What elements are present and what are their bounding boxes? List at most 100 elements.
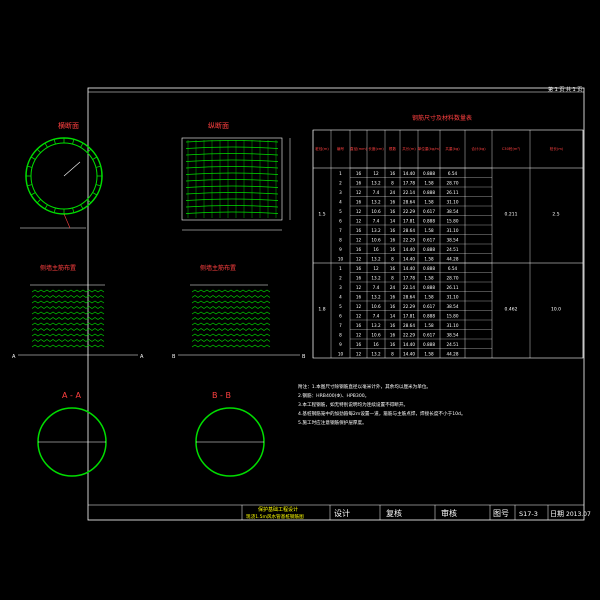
table-cell: 1.58 bbox=[424, 181, 434, 186]
table-cell: 16 bbox=[356, 323, 362, 328]
table-cell: 5 bbox=[339, 209, 342, 214]
table-header-cell: 长度(cm) bbox=[368, 146, 384, 151]
table-title: 钢筋尺寸及材料数量表 bbox=[412, 114, 472, 122]
table-cell: 9 bbox=[339, 342, 342, 347]
table-cell: 3 bbox=[339, 285, 342, 290]
table-cell: 14 bbox=[390, 314, 396, 319]
table-cell: 38.54 bbox=[447, 238, 459, 243]
date-label: 日期 bbox=[550, 510, 564, 518]
table-cell: 22.29 bbox=[403, 209, 415, 214]
table-cell: 22.14 bbox=[403, 190, 415, 195]
table-cell: 0.888 bbox=[423, 219, 435, 224]
table-cell: 8 bbox=[339, 238, 342, 243]
table-cell: 6 bbox=[339, 314, 342, 319]
table-cell: 16 bbox=[390, 209, 396, 214]
table-cell: 12 bbox=[356, 190, 362, 195]
table-cell: 7.4 bbox=[373, 219, 380, 224]
view-title-upper-layout: 侧墙主筋布置 bbox=[40, 264, 76, 272]
table-cell: 16 bbox=[390, 323, 396, 328]
table-cell: 7.4 bbox=[373, 314, 380, 319]
review-label: 复核 bbox=[386, 508, 402, 518]
table-cell: 22.29 bbox=[403, 304, 415, 309]
table-group-cell: 0.462 bbox=[505, 307, 518, 313]
table-cell: 28.70 bbox=[447, 181, 459, 186]
table-cell: 7.4 bbox=[373, 285, 380, 290]
table-cell: 6 bbox=[339, 219, 342, 224]
page-label: 第 1 页 共 1 页 bbox=[548, 86, 582, 93]
view-title-side-section: 纵断面 bbox=[208, 121, 229, 130]
table-cell: 2 bbox=[339, 181, 342, 186]
table-cell: 7 bbox=[339, 323, 342, 328]
table-cell: 8 bbox=[391, 276, 394, 281]
table-group-cell: 2.5 bbox=[552, 212, 559, 218]
table-header-cell: 共长(m) bbox=[402, 146, 416, 151]
table-cell: 22.14 bbox=[403, 285, 415, 290]
table-cell: 28.64 bbox=[403, 200, 415, 205]
table-cell: 44.28 bbox=[447, 352, 459, 357]
table-cell: 0.617 bbox=[423, 333, 435, 338]
table-header-cell: 桩长(m) bbox=[550, 146, 564, 151]
table-cell: 16 bbox=[390, 304, 396, 309]
table-header-cell: C30砼(m³) bbox=[502, 146, 521, 151]
table-cell: 10.6 bbox=[371, 238, 381, 243]
table-cell: 16 bbox=[390, 247, 396, 252]
svg-text:A: A bbox=[140, 354, 144, 360]
table-cell: 12 bbox=[356, 257, 362, 262]
table-cell: 8 bbox=[391, 352, 394, 357]
table-cell: 31.10 bbox=[447, 228, 459, 233]
table-cell: 12 bbox=[373, 171, 379, 176]
table-cell: 31.10 bbox=[447, 295, 459, 300]
table-cell: 0.888 bbox=[423, 285, 435, 290]
table-cell: 16 bbox=[390, 171, 396, 176]
table-cell: 4 bbox=[339, 295, 342, 300]
title-block: 保护基础工程设计 现浇1.5m风水管基桩钢筋图 设计 复核 审核 图号 S17-… bbox=[88, 504, 591, 520]
table-cell: 12 bbox=[356, 209, 362, 214]
table-cell: 10.6 bbox=[371, 333, 381, 338]
table-header-cell: 合计(kg) bbox=[471, 146, 486, 151]
table-cell: 24.51 bbox=[447, 247, 459, 252]
table-header-cell: 共重(kg) bbox=[445, 146, 460, 151]
table-cell: 0.888 bbox=[423, 171, 435, 176]
table-cell: 1.58 bbox=[424, 295, 434, 300]
table-cell: 16 bbox=[356, 276, 362, 281]
section-b-title: B - B bbox=[212, 391, 231, 400]
table-cell: 17.78 bbox=[403, 181, 415, 186]
table-cell: 16 bbox=[356, 266, 362, 271]
table-cell: 8 bbox=[391, 181, 394, 186]
approve-label: 审核 bbox=[441, 508, 457, 518]
table-cell: 28.70 bbox=[447, 276, 459, 281]
table-cell: 16 bbox=[356, 295, 362, 300]
section-a-title: A - A bbox=[62, 391, 81, 400]
table-cell: 16 bbox=[390, 200, 396, 205]
project-line-1: 保护基础工程设计 bbox=[258, 506, 298, 513]
table-cell: 14.40 bbox=[403, 257, 415, 262]
table-cell: 26.11 bbox=[447, 190, 459, 195]
table-cell: 10 bbox=[338, 352, 344, 357]
table-cell: 1.58 bbox=[424, 257, 434, 262]
table-cell: 0.888 bbox=[423, 266, 435, 271]
table-cell: 16 bbox=[356, 200, 362, 205]
table-cell: 16 bbox=[356, 171, 362, 176]
table-cell: 10 bbox=[338, 257, 344, 262]
table-cell: 17.78 bbox=[403, 276, 415, 281]
table-cell: 10.6 bbox=[371, 209, 381, 214]
table-cell: 12 bbox=[356, 285, 362, 290]
drawing-no-label: 图号 bbox=[493, 509, 509, 518]
table-cell: 0.617 bbox=[423, 238, 435, 243]
table-cell: 1.58 bbox=[424, 200, 434, 205]
table-cell: 2 bbox=[339, 276, 342, 281]
table-cell: 8 bbox=[391, 257, 394, 262]
table-cell: 4 bbox=[339, 200, 342, 205]
table-cell: 6.54 bbox=[448, 266, 458, 271]
table-cell: 26.11 bbox=[447, 285, 459, 290]
table-cell: 38.54 bbox=[447, 209, 459, 214]
note-line: 2.钢筋：HRB400(Φ)、HPB300。 bbox=[298, 392, 369, 399]
table-cell: 13.2 bbox=[371, 352, 381, 357]
sheet-frame bbox=[87, 87, 585, 521]
table-cell: 15.80 bbox=[447, 219, 459, 224]
upper-layout-view: A A bbox=[12, 284, 144, 360]
table-cell: 0.617 bbox=[423, 209, 435, 214]
table-cell: 1 bbox=[339, 266, 342, 271]
table-cell: 38.54 bbox=[447, 333, 459, 338]
table-cell: 8 bbox=[339, 333, 342, 338]
